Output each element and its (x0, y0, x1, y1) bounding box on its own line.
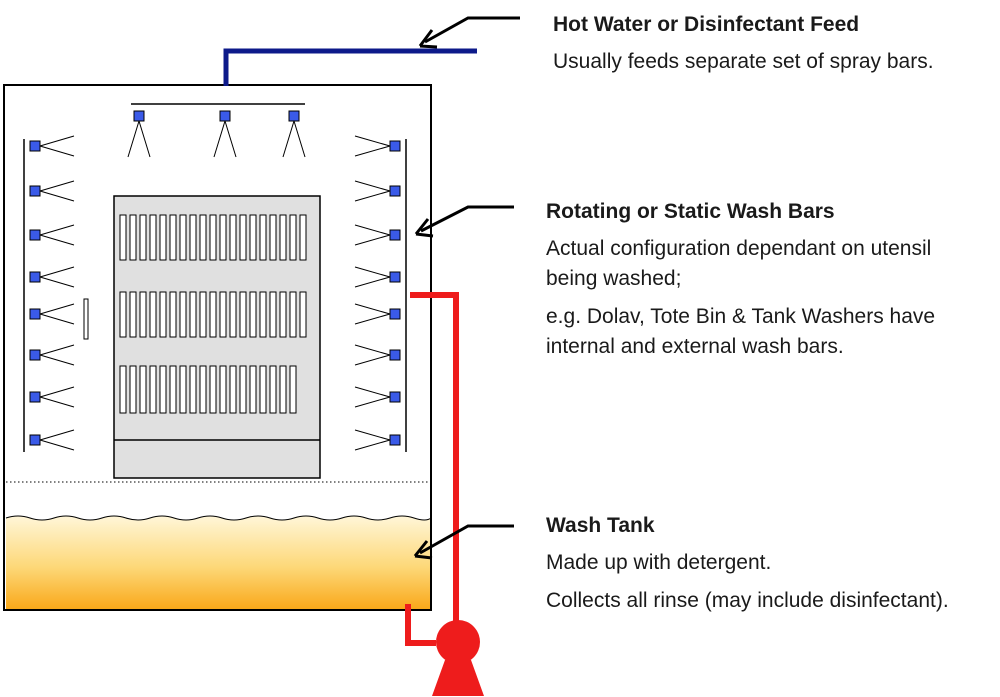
nozzle-icon (389, 308, 401, 320)
spray-icon (39, 429, 75, 451)
nozzle-icon (288, 110, 300, 122)
spray-icon (354, 386, 391, 408)
wash-bars-annotation: Rotating or Static Wash Bars Actual conf… (546, 199, 986, 370)
spray-icon (39, 266, 75, 288)
nozzle-icon (133, 110, 145, 122)
nozzle-icon (29, 140, 41, 152)
nozzle-icon (389, 140, 401, 152)
spray-icon (213, 120, 237, 158)
annotation-text: Actual configuration dependant on utensi… (546, 237, 932, 290)
wash-tank-liquid (6, 516, 431, 609)
pointer-arrow-icon (418, 16, 520, 49)
spray-icon (354, 429, 391, 451)
nozzle-icon (29, 229, 41, 241)
spray-icon (39, 224, 75, 246)
nozzle-icon (29, 185, 41, 197)
spray-icon (39, 386, 75, 408)
pointer-arrow-icon (413, 524, 514, 560)
spray-icon (39, 303, 75, 325)
spray-icon (39, 344, 75, 366)
wash-tank-annotation: Wash Tank Made up with detergent. Collec… (546, 513, 986, 624)
top-nozzles (127, 110, 306, 158)
nozzle-icon (389, 391, 401, 403)
crate-row-2 (119, 291, 307, 338)
crate-row-1 (119, 214, 307, 261)
nozzle-icon (29, 271, 41, 283)
pump-icon (432, 620, 484, 696)
annotation-title: Wash Tank (546, 514, 655, 537)
nozzle-icon (389, 185, 401, 197)
annotation-title: Rotating or Static Wash Bars (546, 200, 835, 223)
utensil-rack (113, 195, 321, 479)
nozzle-icon (29, 349, 41, 361)
nozzle-icon (389, 229, 401, 241)
nozzle-icon (219, 110, 231, 122)
spray-icon (354, 224, 391, 246)
annotation-text: Made up with detergent. (546, 551, 772, 574)
feed-annotation: Hot Water or Disinfectant Feed Usually f… (553, 12, 973, 85)
spray-icon (282, 120, 306, 158)
nozzle-icon (389, 434, 401, 446)
wash-tank-surface (5, 515, 432, 521)
nozzle-icon (389, 349, 401, 361)
annotation-text: Usually feeds separate set of spray bars… (553, 50, 934, 73)
nozzle-icon (29, 434, 41, 446)
bar-bracket (83, 298, 89, 340)
left-nozzles (29, 135, 75, 451)
spray-icon (354, 135, 391, 157)
washer-cabinet (3, 84, 432, 611)
spray-icon (39, 135, 75, 157)
spray-icon (354, 303, 391, 325)
spray-icon (354, 344, 391, 366)
spray-icon (354, 266, 391, 288)
nozzle-icon (29, 308, 41, 320)
annotation-text: e.g. Dolav, Tote Bin & Tank Washers have… (546, 305, 936, 358)
spray-icon (39, 180, 75, 202)
annotation-text: Collects all rinse (may include disinfec… (546, 589, 949, 612)
annotation-title: Hot Water or Disinfectant Feed (553, 13, 860, 36)
nozzle-icon (29, 391, 41, 403)
pointer-arrow-icon (414, 205, 514, 238)
spray-icon (127, 120, 151, 158)
nozzle-icon (389, 271, 401, 283)
crate-row-3 (119, 365, 297, 414)
feed-pipe (223, 48, 477, 86)
right-nozzles (354, 135, 401, 451)
spray-icon (354, 180, 391, 202)
